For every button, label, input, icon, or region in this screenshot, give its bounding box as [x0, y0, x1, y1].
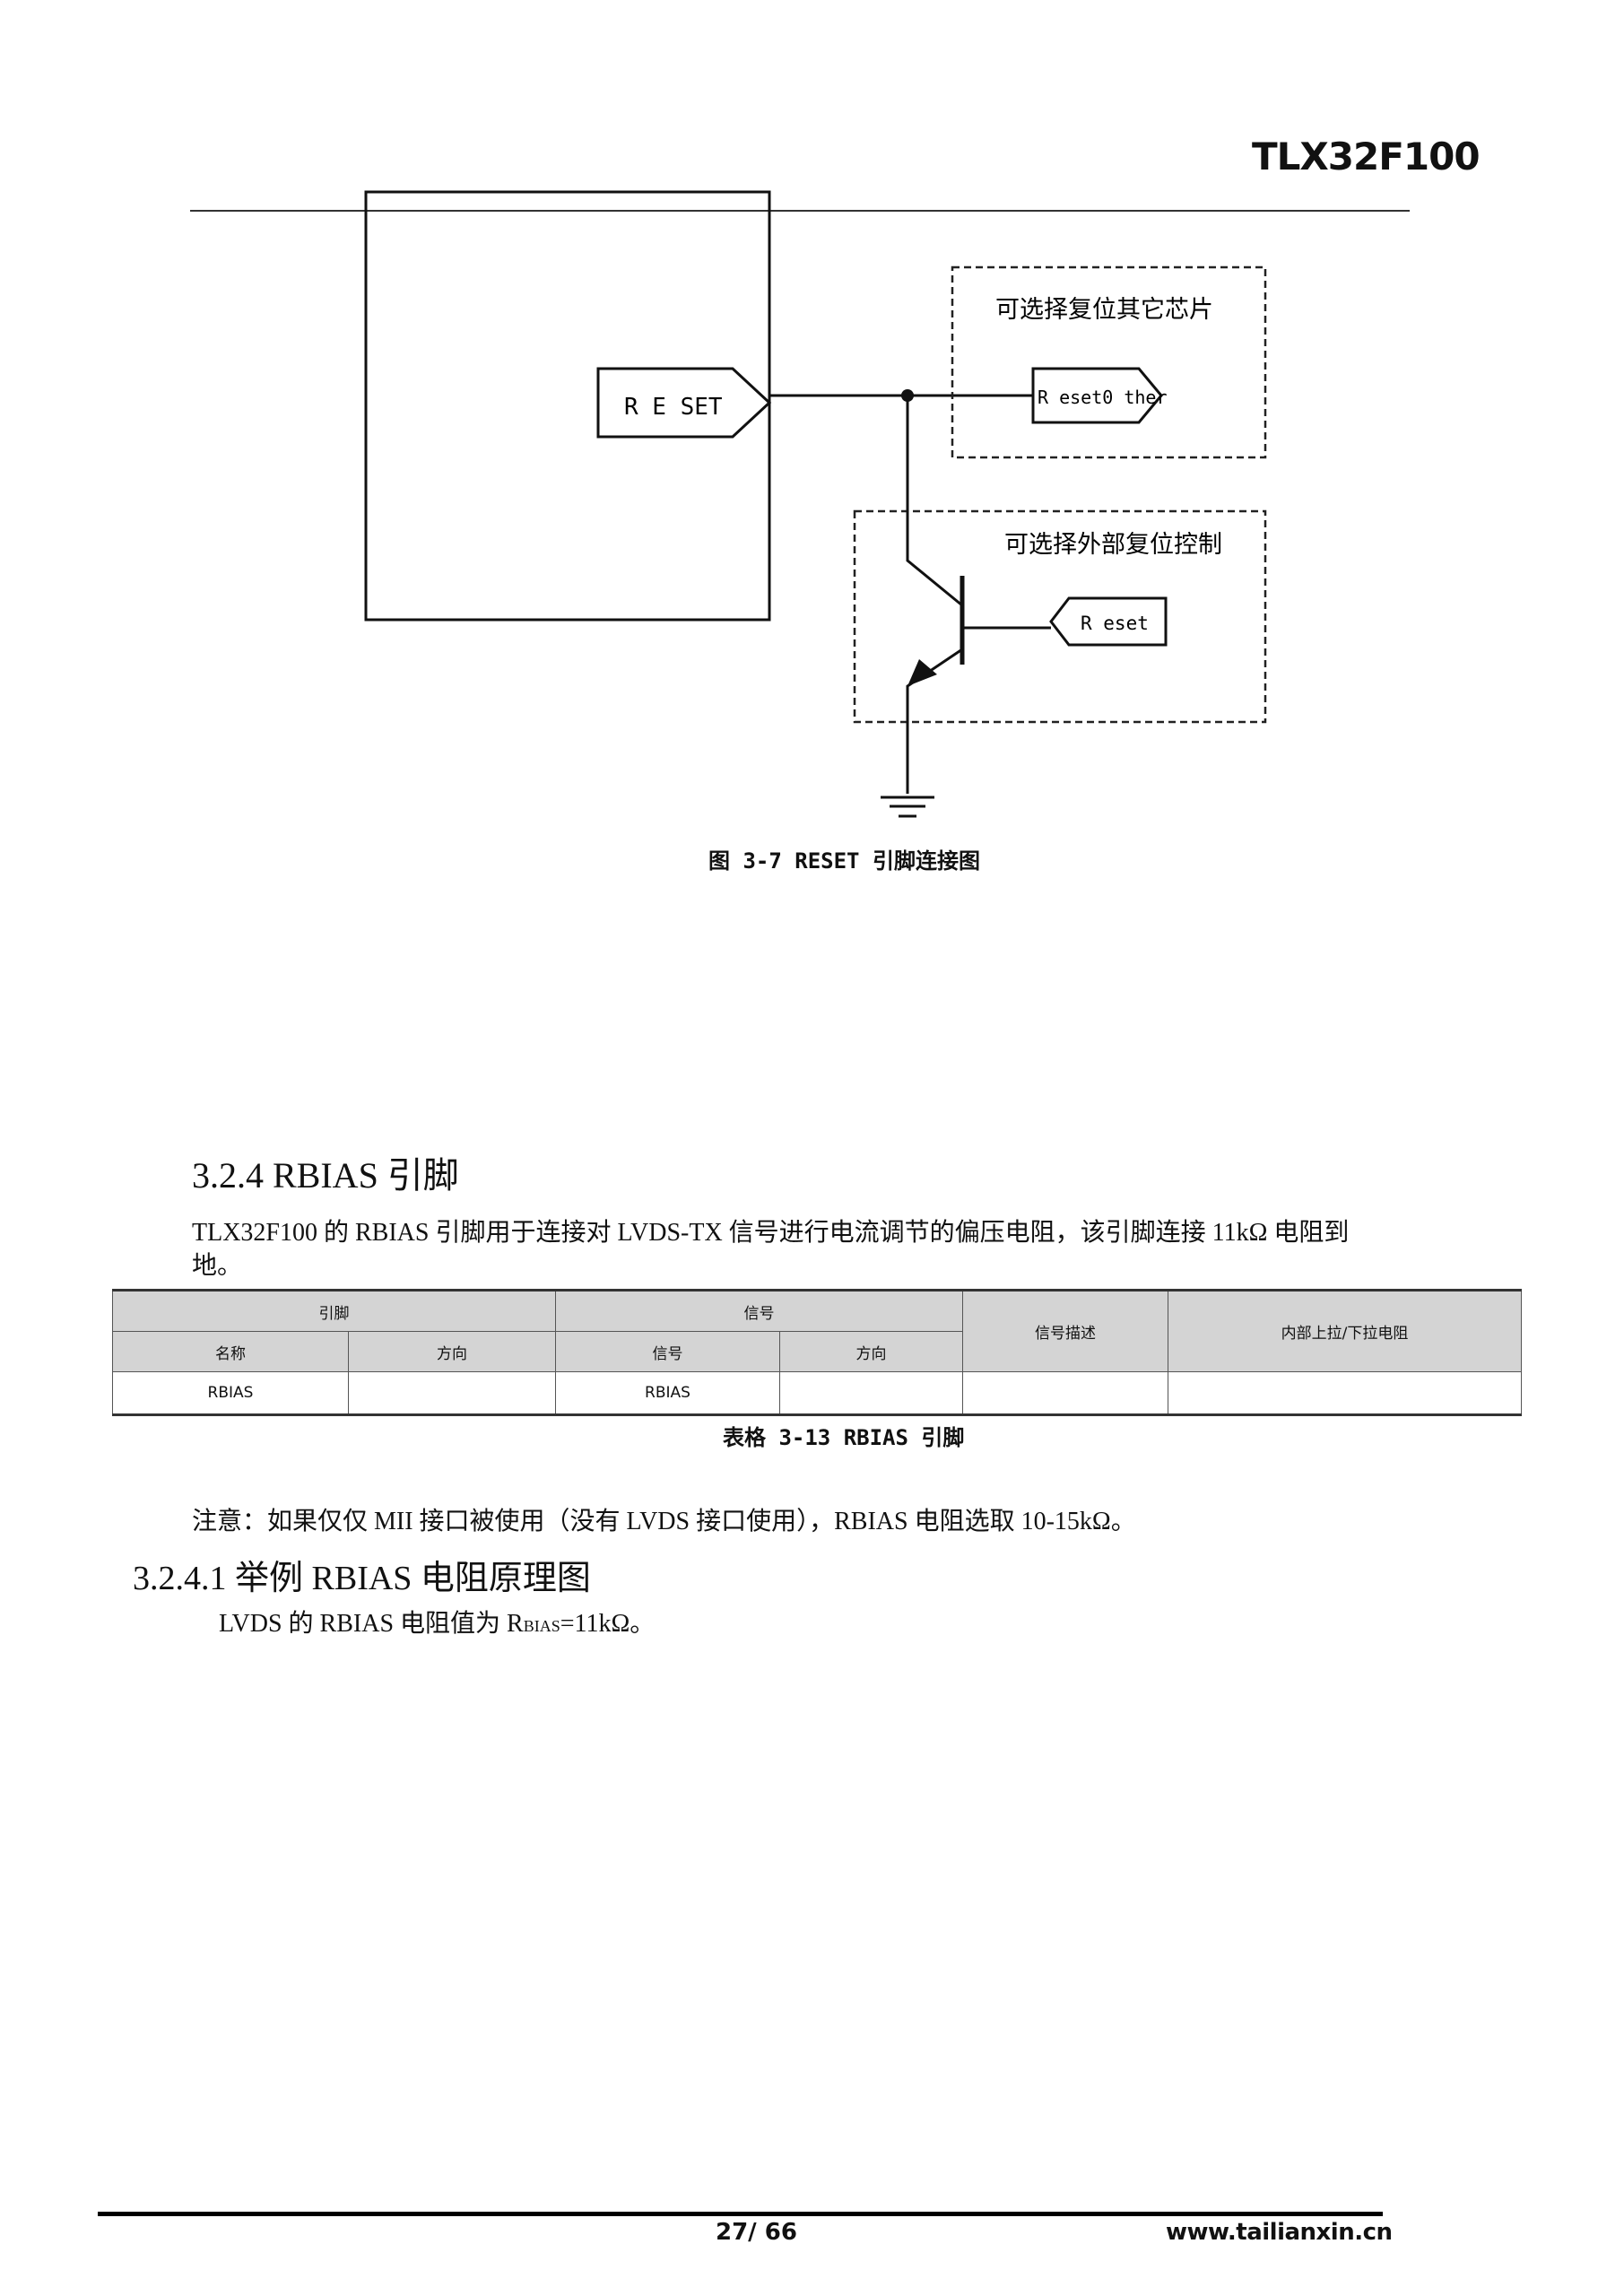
optional-external-reset-box [853, 509, 1267, 724]
reset-pin-label: R E SET [624, 394, 723, 421]
footer-rule [98, 2212, 1383, 2216]
reset-circuit-diagram: R E SET 可选择复位其它芯片 R eset0 ther 可选择外部复位控制… [190, 190, 1410, 818]
emitter-arrow-icon [908, 659, 937, 686]
table-row: RBIAS RBIAS [112, 1371, 1522, 1415]
header-name: 名称 [112, 1331, 349, 1372]
cell-signal: RBIAS [555, 1371, 780, 1415]
chip-box [364, 190, 771, 622]
box1-label: 可选择复位其它芯片 [995, 296, 1213, 324]
reset-pin-tag [596, 367, 772, 439]
cell-dir [348, 1371, 556, 1415]
ground-icon [881, 796, 934, 818]
header-signal: 信号 [555, 1290, 963, 1332]
box2-label: 可选择外部复位控制 [1004, 531, 1222, 559]
section-heading: 3.2.4 RBIAS 引脚 [192, 1155, 459, 1196]
collector [906, 396, 963, 607]
header-sig: 信号 [555, 1331, 780, 1372]
figure-caption: 图 3-7 RESET 引脚连接图 [708, 848, 980, 874]
cell-desc [962, 1371, 1168, 1415]
table-caption: 表格 3-13 RBIAS 引脚 [723, 1425, 965, 1450]
doc-title: TLX32F100 [1252, 135, 1481, 178]
header-dir: 方向 [348, 1331, 556, 1372]
page-number: 27/ 66 [716, 2219, 797, 2246]
header-desc: 信号描述 [962, 1290, 1168, 1372]
optional-other-chip-box [951, 265, 1267, 459]
reset-other-label: R eset0 ther [1038, 387, 1168, 408]
website-link[interactable]: www.tailianxin.cn [1166, 2219, 1393, 2246]
header-pin: 引脚 [112, 1290, 556, 1332]
paragraph-line: 地。 [192, 1252, 243, 1280]
line-post: =11kΩ。 [560, 1610, 656, 1638]
line-pre: LVDS 的 RBIAS 电阻值为 R [219, 1610, 524, 1638]
paragraph-line: TLX32F100 的 RBIAS 引脚用于连接对 LVDS-TX 信号进行电流… [192, 1219, 1350, 1247]
cell-name: RBIAS [112, 1371, 349, 1415]
header-pull: 内部上拉/下拉电阻 [1168, 1290, 1522, 1372]
note: 注意：如果仅仅 MII 接口被使用（没有 LVDS 接口使用），RBIAS 电阻… [192, 1508, 1136, 1535]
rbias-value-line: LVDS 的 RBIAS 电阻值为 RBIAS=11kΩ。 [219, 1604, 655, 1639]
cell-pull [1168, 1371, 1522, 1415]
reset-other-tag [1031, 367, 1163, 424]
line-subscript: BIAS [523, 1617, 560, 1635]
reset-input-label: R eset [1081, 613, 1149, 634]
reset-input-tag [1049, 596, 1168, 647]
subsection-heading: 3.2.4.1 举例 RBIAS 电阻原理图 [133, 1560, 591, 1597]
header-dir2: 方向 [779, 1331, 963, 1372]
cell-dir2 [779, 1371, 963, 1415]
